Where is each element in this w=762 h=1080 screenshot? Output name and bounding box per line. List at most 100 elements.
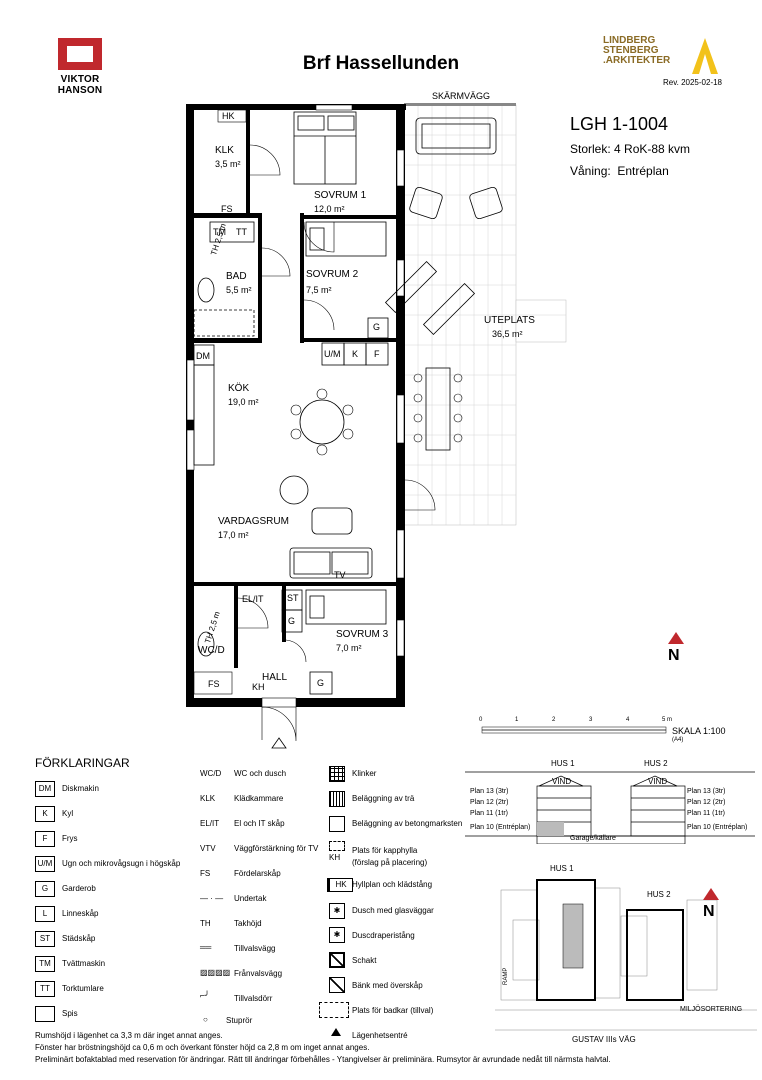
site-hus-2: HUS 2 [647, 890, 671, 899]
room-sovrum-3: SOVRUM 3 [336, 629, 389, 640]
scale-tick: 0 [479, 717, 483, 723]
label-g: G [288, 616, 296, 626]
apartment-size: Storlek: 4 RoK-88 kvm [570, 142, 691, 156]
legend-item: Diskmakin [62, 784, 99, 793]
legend-item: Bänk med överskåp [352, 981, 423, 990]
room-hall: HALL [262, 672, 288, 683]
scale-tick: 4 [626, 717, 630, 723]
developer-logo-text: VIKTOR HANSON [57, 74, 103, 96]
scale-tick: 2 [552, 717, 556, 723]
legend-item: Tvättmaskin [62, 959, 106, 968]
label-tm: TM [213, 227, 226, 237]
room-wcd: WC/D [198, 645, 225, 656]
section-vind: VIND [648, 777, 668, 786]
room-kok-area: 19,0 m² [228, 397, 259, 407]
site-ramp: RAMP [503, 967, 509, 985]
section-hus-2: HUS 2 [644, 759, 668, 768]
apartment-id: LGH 1-1004 [570, 114, 669, 134]
apartment-floor: Våning: Entréplan [570, 164, 669, 178]
inner-walls [194, 110, 396, 668]
legend-item: Duscdraperistång [352, 931, 415, 940]
label-fs: FS [221, 204, 233, 214]
svg-text:N: N [668, 647, 680, 664]
skarmvagg-label: SKÄRMVÄGG [432, 91, 491, 101]
label-st: ST [287, 593, 299, 603]
footer-note: Rumshöjd i lägenhet ca 3,3 m där inget a… [35, 1031, 223, 1040]
north-arrow-icon: N [703, 903, 715, 920]
label-dm: DM [196, 351, 210, 361]
legend-title: FÖRKLARINGAR [35, 756, 130, 770]
site-plan: N [495, 879, 757, 1031]
developer-logo: VIKTOR HANSON [40, 38, 120, 96]
shaft-icon [329, 952, 345, 968]
legend-item: Tillvalsdörr [234, 994, 273, 1003]
section-hus-1: HUS 1 [551, 759, 575, 768]
tile-icon [329, 766, 345, 782]
scale-label: SKALA 1:100 [672, 726, 726, 736]
legend-item: Torktumlare [62, 984, 104, 993]
section-garage: Garage/källare [570, 835, 616, 842]
paving-icon [329, 816, 345, 832]
architect-logo: LINDBERG STENBERG .ARKITEKTER [603, 36, 670, 66]
bathtub-icon [319, 1002, 349, 1018]
legend-item: El och IT skåp [234, 819, 285, 828]
label-f: F [374, 349, 380, 359]
label-k: K [352, 349, 359, 359]
section-floor-left: Plan 13 (3tr) [470, 788, 509, 795]
legend-item: Garderob [62, 884, 96, 893]
legend-item: Lägenhetsentré [352, 1031, 408, 1040]
room-sovrum-1-area: 12,0 m² [314, 204, 345, 214]
label-hk: HK [222, 111, 235, 121]
legend-item: Beläggning av betongmarksten [352, 819, 463, 828]
section-diagram [465, 771, 755, 844]
legend-item: Kyl [62, 809, 74, 818]
label-g: G [373, 322, 381, 332]
label-tt: TT [236, 227, 247, 237]
shower-curtain-icon: ✱ [329, 927, 345, 943]
project-title: Brf Hassellunden [302, 53, 460, 74]
wood-decking-icon [329, 791, 345, 807]
scale-bar [481, 726, 667, 734]
legend-item: Plats för badkar (tillval) [352, 1006, 434, 1015]
scale-tick: 3 [589, 717, 593, 723]
legend-item: Stuprör [226, 1016, 253, 1025]
legend-item: Hyllplan och klädstång [352, 880, 433, 889]
coat-rack-icon [329, 841, 345, 851]
entrance-icon [271, 737, 287, 749]
stove-icon [35, 1006, 55, 1022]
section-floor-right: Plan 10 (Entréplan) [687, 824, 748, 831]
room-bad-area: 5,5 m² [226, 285, 252, 295]
legend-item: Dusch med glasväggar [352, 906, 434, 915]
section-floor-left: Plan 12 (2tr) [470, 799, 509, 806]
entrance-icon [331, 1028, 341, 1036]
room-vardagsrum-area: 17,0 m² [218, 530, 249, 540]
floor-plan: N [186, 103, 684, 749]
label-fs: FS [208, 679, 220, 689]
bench-icon [329, 977, 345, 993]
furniture [193, 111, 503, 695]
room-uteplats-area: 36,5 m² [492, 329, 523, 339]
footer-note: Preliminärt bofaktablad med reservation … [35, 1055, 611, 1064]
legend-item: Klinker [352, 769, 377, 778]
screen-wall [404, 103, 516, 106]
room-vardagsrum: VARDAGSRUM [218, 516, 289, 527]
downpipe-icon: ○ [203, 1015, 208, 1024]
legend-item: Plats för kapphylla (förslag på placerin… [352, 846, 428, 867]
label-elit: EL/IT [242, 594, 264, 604]
room-sovrum-3-area: 7,0 m² [336, 643, 362, 653]
shower-glass-icon: ✱ [329, 903, 345, 919]
room-sovrum-2: SOVRUM 2 [306, 269, 359, 280]
room-uteplats: UTEPLATS [484, 315, 535, 326]
scale-tick: 1 [515, 717, 519, 723]
architect-logo-line-2: STENBERG [603, 45, 659, 56]
room-kok: KÖK [228, 383, 250, 394]
legend-item: Spis [62, 1009, 78, 1018]
footer-note: Fönster har bröstningshöjd ca 0,6 m och … [35, 1043, 370, 1052]
site-miljo: MILJÖSORTERING [680, 1006, 743, 1013]
scale-tick: 5 m [662, 717, 673, 723]
architect-logo-a-icon [692, 38, 718, 74]
legend-item: Beläggning av trä [352, 794, 415, 803]
legend-item: Undertak [234, 894, 267, 903]
legend-item: Väggförstärkning för TV [234, 844, 319, 853]
room-sovrum-2-area: 7,5 m² [306, 285, 332, 295]
